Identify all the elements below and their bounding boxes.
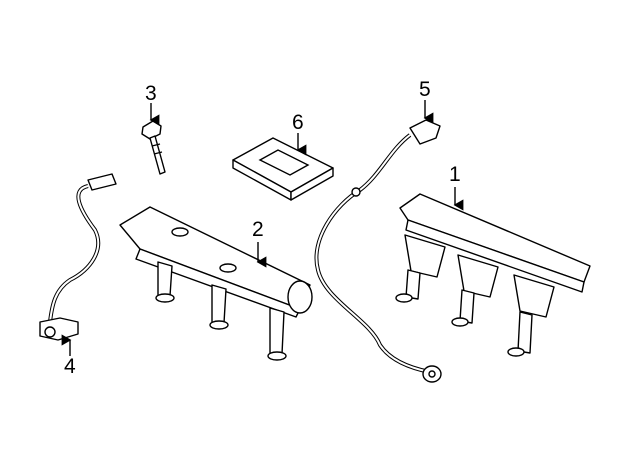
ignition-coil-right-part xyxy=(395,193,591,357)
control-module-part xyxy=(232,137,334,201)
ignition-coil-left-part xyxy=(119,206,313,361)
callout-3-label: 3 xyxy=(145,82,157,105)
callout-2-label: 2 xyxy=(252,218,264,241)
callout-5-label: 5 xyxy=(419,78,431,101)
sensor-left-part xyxy=(39,173,117,341)
callout-6-label: 6 xyxy=(292,111,304,134)
knock-sensor-part xyxy=(314,119,442,383)
callout-1-label: 1 xyxy=(449,163,461,186)
callout-4-label: 4 xyxy=(64,355,76,378)
bolt-part xyxy=(141,120,166,175)
